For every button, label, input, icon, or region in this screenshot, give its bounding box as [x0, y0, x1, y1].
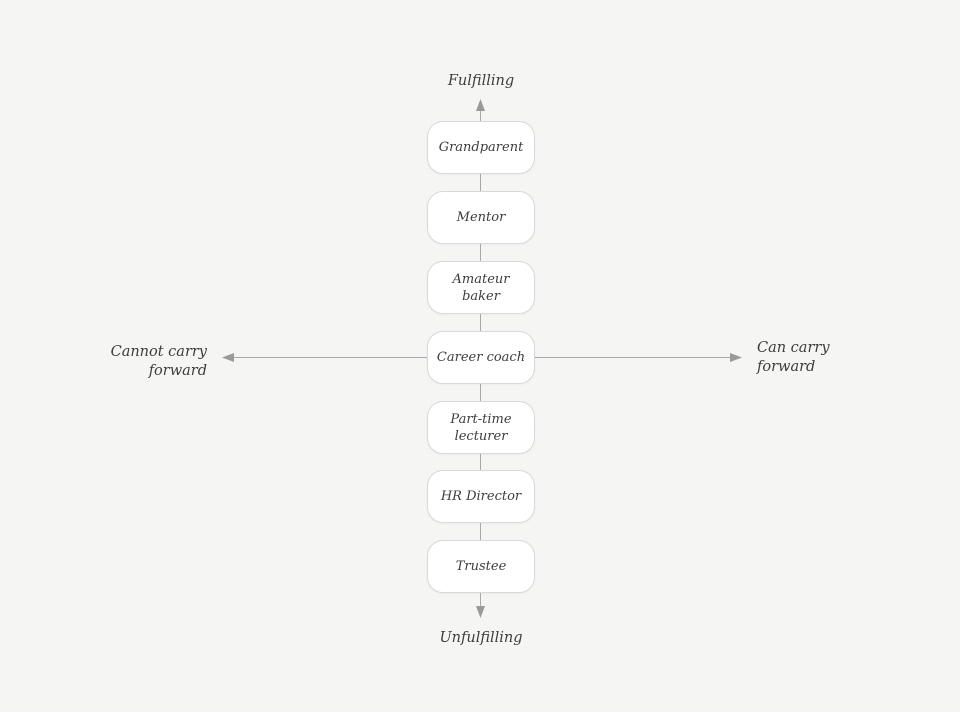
arrow-right-icon: [730, 353, 742, 362]
node-part-time-lecturer[interactable]: Part-time lecturer: [427, 401, 535, 454]
axis-label-line: forward: [148, 363, 207, 379]
arrow-up-icon: [476, 99, 485, 111]
node-label: Amateur: [452, 271, 510, 287]
axis-label-cannot-carry-forward: Cannot carry forward: [111, 343, 207, 381]
node-label: Grandparent: [438, 140, 524, 155]
node-label: Career coach: [436, 350, 526, 365]
node-mentor[interactable]: Mentor: [427, 191, 535, 244]
axis-label-can-carry-forward: Can carry forward: [757, 339, 830, 377]
axis-label-fulfilling: Fulfilling: [448, 72, 514, 91]
axis-label-text: Unfulfilling: [439, 630, 523, 646]
bottom-strip: [0, 712, 960, 720]
axis-label-line: Can carry: [757, 340, 830, 356]
node-label: Trustee: [455, 559, 507, 574]
node-label: Part-time: [450, 411, 512, 427]
node-label: lecturer: [454, 428, 508, 444]
node-label: HR Director: [440, 489, 522, 504]
node-career-coach[interactable]: Career coach: [427, 331, 535, 384]
node-label: baker: [462, 288, 500, 304]
node-grandparent[interactable]: Grandparent: [427, 121, 535, 174]
axis-label-line: Cannot carry: [110, 344, 207, 360]
axis-label-unfulfilling: Unfulfilling: [439, 629, 522, 648]
arrow-down-icon: [476, 606, 485, 618]
axis-label-text: Fulfilling: [447, 73, 515, 89]
node-label: Mentor: [456, 210, 506, 225]
node-trustee[interactable]: Trustee: [427, 540, 535, 593]
axis-label-line: forward: [757, 359, 816, 375]
node-hr-director[interactable]: HR Director: [427, 470, 535, 523]
node-amateur-baker[interactable]: Amateur baker: [427, 261, 535, 314]
arrow-left-icon: [222, 353, 234, 362]
